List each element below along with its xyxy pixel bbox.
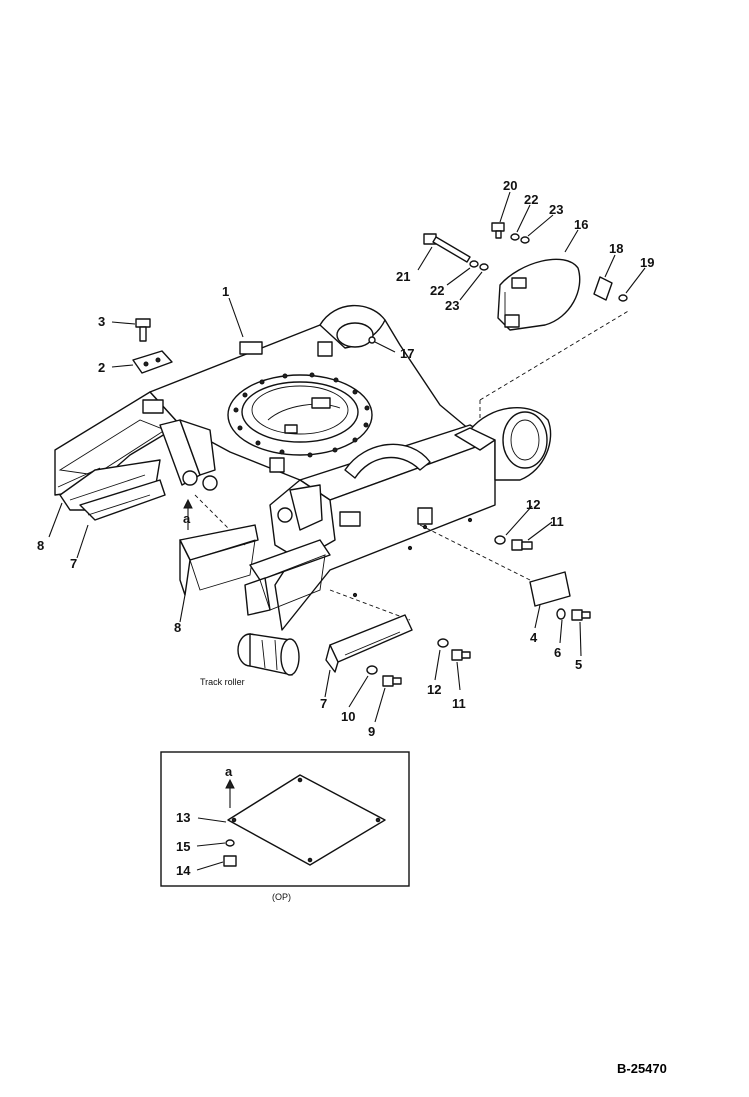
arrow-a-label: a bbox=[183, 511, 191, 526]
callout-10: 10 bbox=[341, 709, 355, 724]
callout-11-lower: 11 bbox=[452, 696, 466, 711]
callout-3: 3 bbox=[98, 314, 105, 329]
callout-2: 2 bbox=[98, 360, 105, 375]
fasteners bbox=[132, 222, 628, 687]
inset-frame bbox=[160, 751, 410, 887]
inset-arrow-a-label: a bbox=[225, 764, 233, 779]
callout-12-lower: 12 bbox=[427, 682, 441, 697]
callout-13: 13 bbox=[176, 810, 190, 825]
callout-8-left: 8 bbox=[37, 538, 44, 553]
track-roller bbox=[237, 633, 300, 676]
callout-22-top: 22 bbox=[524, 192, 538, 207]
callout-5: 5 bbox=[575, 657, 582, 672]
reference-arrow-a: a bbox=[183, 498, 193, 530]
callout-numbers: 1 2 3 17 8 7 8 7 10 9 12 11 4 6 5 12 11 … bbox=[37, 178, 654, 739]
under-cover-plate bbox=[227, 774, 386, 866]
callout-23-top: 23 bbox=[549, 202, 563, 217]
callout-8-lower: 8 bbox=[174, 620, 181, 635]
callout-16: 16 bbox=[574, 217, 588, 232]
cover-plate-16 bbox=[497, 258, 581, 331]
track-guard-right bbox=[244, 539, 331, 616]
callout-6: 6 bbox=[554, 645, 561, 660]
callout-20: 20 bbox=[503, 178, 517, 193]
inset-caption: (OP) bbox=[272, 892, 291, 902]
callout-15: 15 bbox=[176, 839, 190, 854]
inset-optional-cover: a 13 15 14 bbox=[160, 751, 410, 887]
track-guard-left bbox=[179, 524, 259, 596]
callout-14: 14 bbox=[176, 863, 191, 878]
track-roller-label: Track roller bbox=[200, 677, 245, 687]
callout-4: 4 bbox=[530, 630, 538, 645]
callout-18: 18 bbox=[609, 241, 623, 256]
callout-7-lower: 7 bbox=[320, 696, 327, 711]
callout-11-right: 11 bbox=[550, 514, 564, 529]
track-guard-front bbox=[79, 479, 166, 521]
callout-17: 17 bbox=[400, 346, 414, 361]
callout-1: 1 bbox=[222, 284, 229, 299]
drawing-code: B-25470 bbox=[617, 1061, 667, 1076]
leader-lines bbox=[48, 191, 646, 723]
lower-guard-plate bbox=[325, 614, 413, 673]
callout-12-right: 12 bbox=[526, 497, 540, 512]
callout-7-left: 7 bbox=[70, 556, 77, 571]
callout-23-lower: 23 bbox=[445, 298, 459, 313]
callout-22-lower: 22 bbox=[430, 283, 444, 298]
callout-19: 19 bbox=[640, 255, 654, 270]
callout-21: 21 bbox=[396, 269, 410, 284]
callout-9: 9 bbox=[368, 724, 375, 739]
